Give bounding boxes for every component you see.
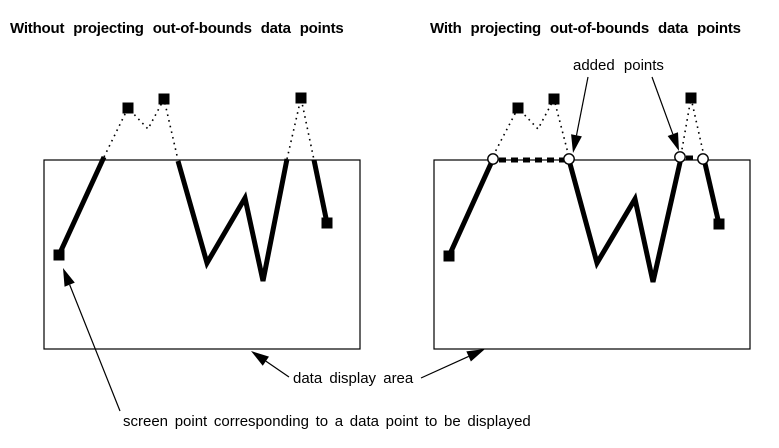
data-display-arrow-left-line <box>265 360 290 378</box>
with-projection-added-point-marker <box>697 153 709 165</box>
with-projection-data-point-marker <box>548 93 560 105</box>
data-display-arrow-right-head <box>466 349 485 362</box>
with-projection-data-point-marker <box>713 218 725 230</box>
with-projection-out-of-bounds-dotted-line <box>492 96 570 158</box>
added-points-label: added points <box>573 57 664 74</box>
without-projection-data-line <box>175 158 290 282</box>
left-panel-title: Without projecting out-of-bounds data po… <box>10 20 344 37</box>
added-points-arrow-right-head <box>667 132 679 151</box>
right-panel-title: With projecting out-of-bounds data point… <box>430 20 741 37</box>
added-points-arrow-left-line <box>575 76 589 136</box>
without-projection-out-of-bounds-dotted-line <box>103 96 179 161</box>
added-points-arrow-right-line <box>651 76 674 135</box>
without-projection-out-of-bounds-dotted-line <box>286 97 315 161</box>
without-projection-display-area-rect <box>43 159 361 350</box>
data-display-area-label: data display area <box>293 370 414 387</box>
data-display-arrow-left-head <box>251 351 269 366</box>
screen-point-arrow-line <box>69 284 121 412</box>
data-display-arrow-right-line <box>420 355 469 379</box>
without-projection-data-line <box>311 159 330 224</box>
without-projection-data-point-marker <box>122 102 134 114</box>
with-projection-data-line <box>446 157 496 258</box>
without-projection-data-point-marker <box>53 249 65 261</box>
added-points-arrow-left-head <box>571 134 582 153</box>
without-projection-data-point-marker <box>321 217 333 229</box>
with-projection-added-point-marker <box>563 153 575 165</box>
with-projection-data-point-marker <box>685 92 697 104</box>
screen-point-label: screen point corresponding to a data poi… <box>123 413 531 430</box>
without-projection-data-point-marker <box>158 93 170 105</box>
with-projection-data-point-marker <box>512 102 524 114</box>
screen-point-arrow-head <box>63 268 75 287</box>
with-projection-display-area-rect <box>433 159 751 350</box>
with-projection-data-line <box>701 158 722 225</box>
with-projection-data-line <box>566 157 684 283</box>
without-projection-data-line <box>56 155 107 257</box>
with-projection-out-of-bounds-dotted-line <box>680 97 705 157</box>
with-projection-added-point-marker <box>487 153 499 165</box>
with-projection-added-point-marker <box>674 151 686 163</box>
with-projection-data-point-marker <box>443 250 455 262</box>
without-projection-data-point-marker <box>295 92 307 104</box>
